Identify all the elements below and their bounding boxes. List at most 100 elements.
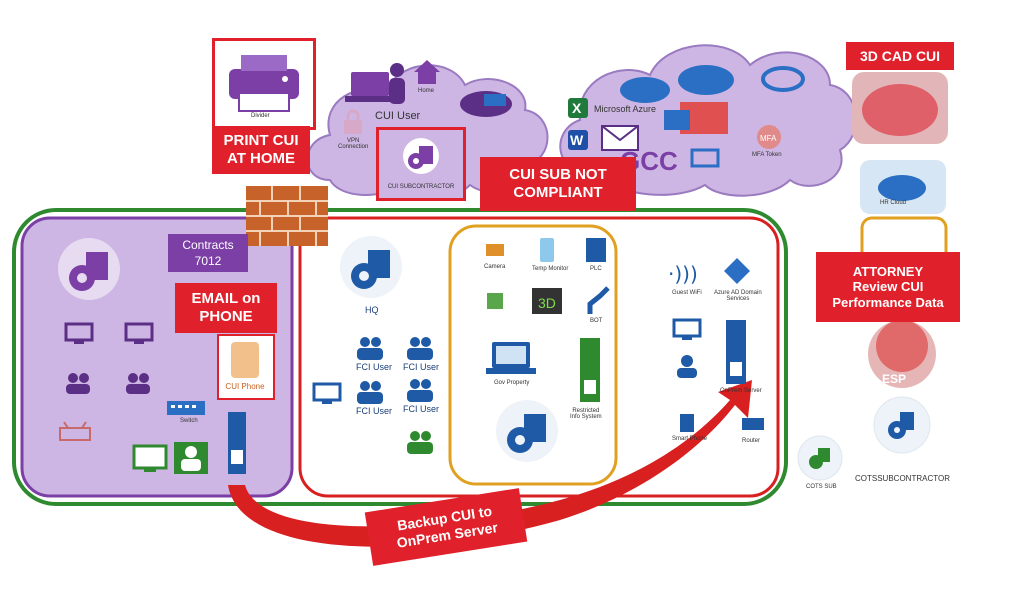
restricted-factory-icon [496,400,558,462]
green-users-icon [407,431,433,454]
cad-cloud-icon [862,84,938,136]
users-icon [126,373,150,394]
cui-phone-card: CUI Phone [217,334,275,400]
temp-label: Temp Monitor [532,266,569,272]
desktop-icon [64,322,94,344]
cotssubcontractor-label: COTSSUBCONTRACTOR [855,474,950,483]
cad-cui-callout: 3D CAD CUI [846,42,954,70]
fci-user-label: FCI User [403,404,439,414]
vpn-lock-icon [344,109,362,134]
printer-card: Divider [212,38,316,130]
email-on-phone-callout: EMAIL on PHONE [175,283,277,333]
laptop-icon [345,72,395,102]
monitor-green-icon [132,444,168,472]
chip-icon [487,293,503,309]
home-label: Home [418,88,435,94]
esp-label: ESP [882,372,907,386]
onprem-server-icon [726,320,746,384]
camera-label: Camera [484,264,506,270]
green-user-icon [174,442,208,474]
cui-user-icon [389,63,405,104]
cui-phone-label: CUI Phone [225,382,265,391]
cots-sub-factory-icon [809,448,830,469]
contracts-badge: Contracts 7012 [168,234,248,272]
esp-icon [876,320,928,372]
printer-label: Divider [251,113,270,119]
onprem-server-left-icon [228,412,246,474]
smartphone-label: Smart Phone [672,436,708,442]
desktop-icon [312,382,342,404]
fci-users-icon [357,337,383,360]
gov-property-label: Gov Property [494,380,530,386]
user-icon [677,355,697,378]
cui-subcontractor-card: CUI SUBCONTRACTOR [376,127,466,201]
azure-ad-icon [724,258,750,284]
plc-label: PLC [590,266,602,272]
hq-factory-icon [340,236,402,298]
switch-icon [167,401,205,415]
excel-icon: X [568,98,588,118]
contractor-factory-icon [58,238,120,300]
3d-printer-icon: 3D [532,288,562,314]
mfa-label: MFA Token [752,152,782,158]
desktop-icon [124,322,154,344]
restricted-label: Restricted Info System [570,408,602,420]
wifi-label: Guest WiFi [672,290,702,296]
mfa-token-icon: MFA [757,125,781,149]
aad-label: Azure AD Domain Services [714,290,762,302]
attorney-callout: ATTORNEY Review CUI Performance Data [816,252,960,322]
cui-subcontractor-label: CUI SUBCONTRACTOR [387,184,455,190]
desktop-icon [672,318,702,340]
svg-text:3D: 3D [538,295,556,311]
word-icon: W [568,130,588,150]
microsoft-azure-label: Microsoft Azure [594,104,657,114]
gov-property-laptop-icon [486,342,536,374]
backup-arrow [228,380,752,547]
restricted-server-icon [580,338,600,402]
email-envelope-icon [601,125,639,151]
svg-text:MFA: MFA [760,134,777,143]
outer-network-boundary [12,208,788,506]
robot-label: BOT [590,318,603,324]
fci-user-label: FCI User [403,362,439,372]
firewall-icon [246,186,328,246]
cui-user-label: CUI User [375,110,421,122]
router-right-icon [742,418,764,430]
cui-sub-not-compliant-callout: CUI SUB NOT COMPLIANT [480,157,636,211]
fci-users-icon [407,337,433,360]
fci-user-label: FCI User [356,362,392,372]
print-cui-callout: PRINT CUI AT HOME [212,126,310,174]
azure-cloud-icon [620,77,670,103]
switch-label: Switch [180,418,198,424]
restricted-enclave-box [448,224,618,486]
cots-sub-label: COTS SUB [806,484,837,490]
azure-gov-cloud-icon [678,65,734,95]
teams-video-icon [664,102,728,134]
users-icon [66,373,90,394]
phone-icon [231,342,259,378]
onprem-label: OnPrem Server [720,388,762,394]
router-label: Router [742,438,761,444]
home-icon [414,60,440,84]
router-icon [59,421,91,441]
factory-gear-icon [403,138,439,174]
smartphone-icon [680,414,694,432]
plc-icon [586,238,606,262]
temp-monitor-icon [540,238,554,262]
azure-icon [761,66,805,92]
cots-factory-icon [888,412,914,439]
hq-label: HQ [365,305,379,315]
fci-users-icon [407,379,433,402]
hr-cloud-icon [878,175,926,201]
wifi-icon: ·))) [668,262,698,286]
robot-arm-icon [587,286,610,314]
svg-text:W: W [570,132,584,148]
vpn-label: VPN Connection [338,138,369,150]
printer-icon [229,55,299,112]
fci-users-icon [357,381,383,404]
monitor-icon [690,148,720,168]
sap-cloud-icon [460,91,512,117]
fci-user-label: FCI User [356,406,392,416]
camera-icon [486,244,504,256]
svg-text:X: X [572,100,582,116]
